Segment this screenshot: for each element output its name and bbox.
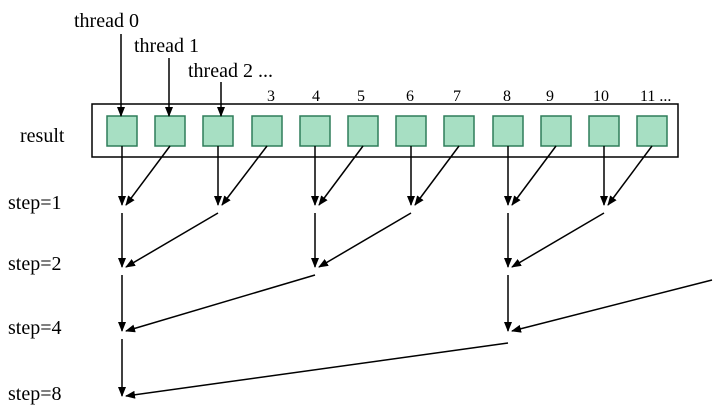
step2-arrow-diagonal-1 — [318, 212, 412, 268]
thread-0-label: thread 0 — [74, 10, 139, 32]
result-cell-10 — [588, 115, 620, 147]
step2-arrow-diagonal-0 — [125, 212, 219, 268]
result-cell-9 — [540, 115, 572, 147]
result-cell-11 — [636, 115, 668, 147]
result-array-frame — [91, 103, 679, 158]
result-cell-3 — [251, 115, 283, 147]
index-label-11: 11 ... — [640, 88, 671, 105]
result-cell-6 — [395, 115, 427, 147]
step-2-label: step=2 — [8, 253, 62, 275]
index-label-10: 10 — [593, 88, 609, 105]
index-label-4: 4 — [312, 88, 320, 105]
step2-arrow-diagonal-2 — [511, 212, 605, 268]
step4-arrow-diagonal-1 — [511, 279, 713, 333]
result-cell-2 — [202, 115, 234, 147]
index-label-3: 3 — [267, 88, 275, 105]
step1-arrow-diagonal-5 — [607, 145, 653, 206]
result-cells — [106, 115, 668, 147]
result-cell-7 — [443, 115, 475, 147]
step4-arrow-diagonal-0 — [125, 274, 316, 333]
index-label-7: 7 — [453, 88, 461, 105]
step8-arrow-diagonal-0 — [125, 342, 509, 399]
step1-arrow-diagonal-1 — [221, 145, 268, 206]
result-cell-1 — [154, 115, 186, 147]
index-label-5: 5 — [357, 88, 365, 105]
step-8-label: step=8 — [8, 383, 62, 405]
thread-2-label: thread 2 ... — [188, 60, 273, 82]
index-label-9: 9 — [546, 88, 554, 105]
step1-arrow-diagonal-3 — [414, 145, 460, 206]
step1-arrow-diagonal-4 — [511, 145, 557, 206]
result-cell-8 — [492, 115, 524, 147]
index-label-6: 6 — [406, 88, 414, 105]
result-cell-4 — [299, 115, 331, 147]
reduction-arrows — [117, 34, 713, 399]
result-label: result — [20, 125, 65, 147]
result-cell-5 — [347, 115, 379, 147]
step-4-label: step=4 — [8, 317, 62, 339]
step-1-label: step=1 — [8, 192, 62, 214]
index-label-8: 8 — [503, 88, 511, 105]
result-cell-0 — [106, 115, 138, 147]
step1-arrow-diagonal-0 — [125, 145, 171, 206]
thread-1-label: thread 1 — [134, 35, 199, 57]
step1-arrow-diagonal-2 — [318, 145, 364, 206]
